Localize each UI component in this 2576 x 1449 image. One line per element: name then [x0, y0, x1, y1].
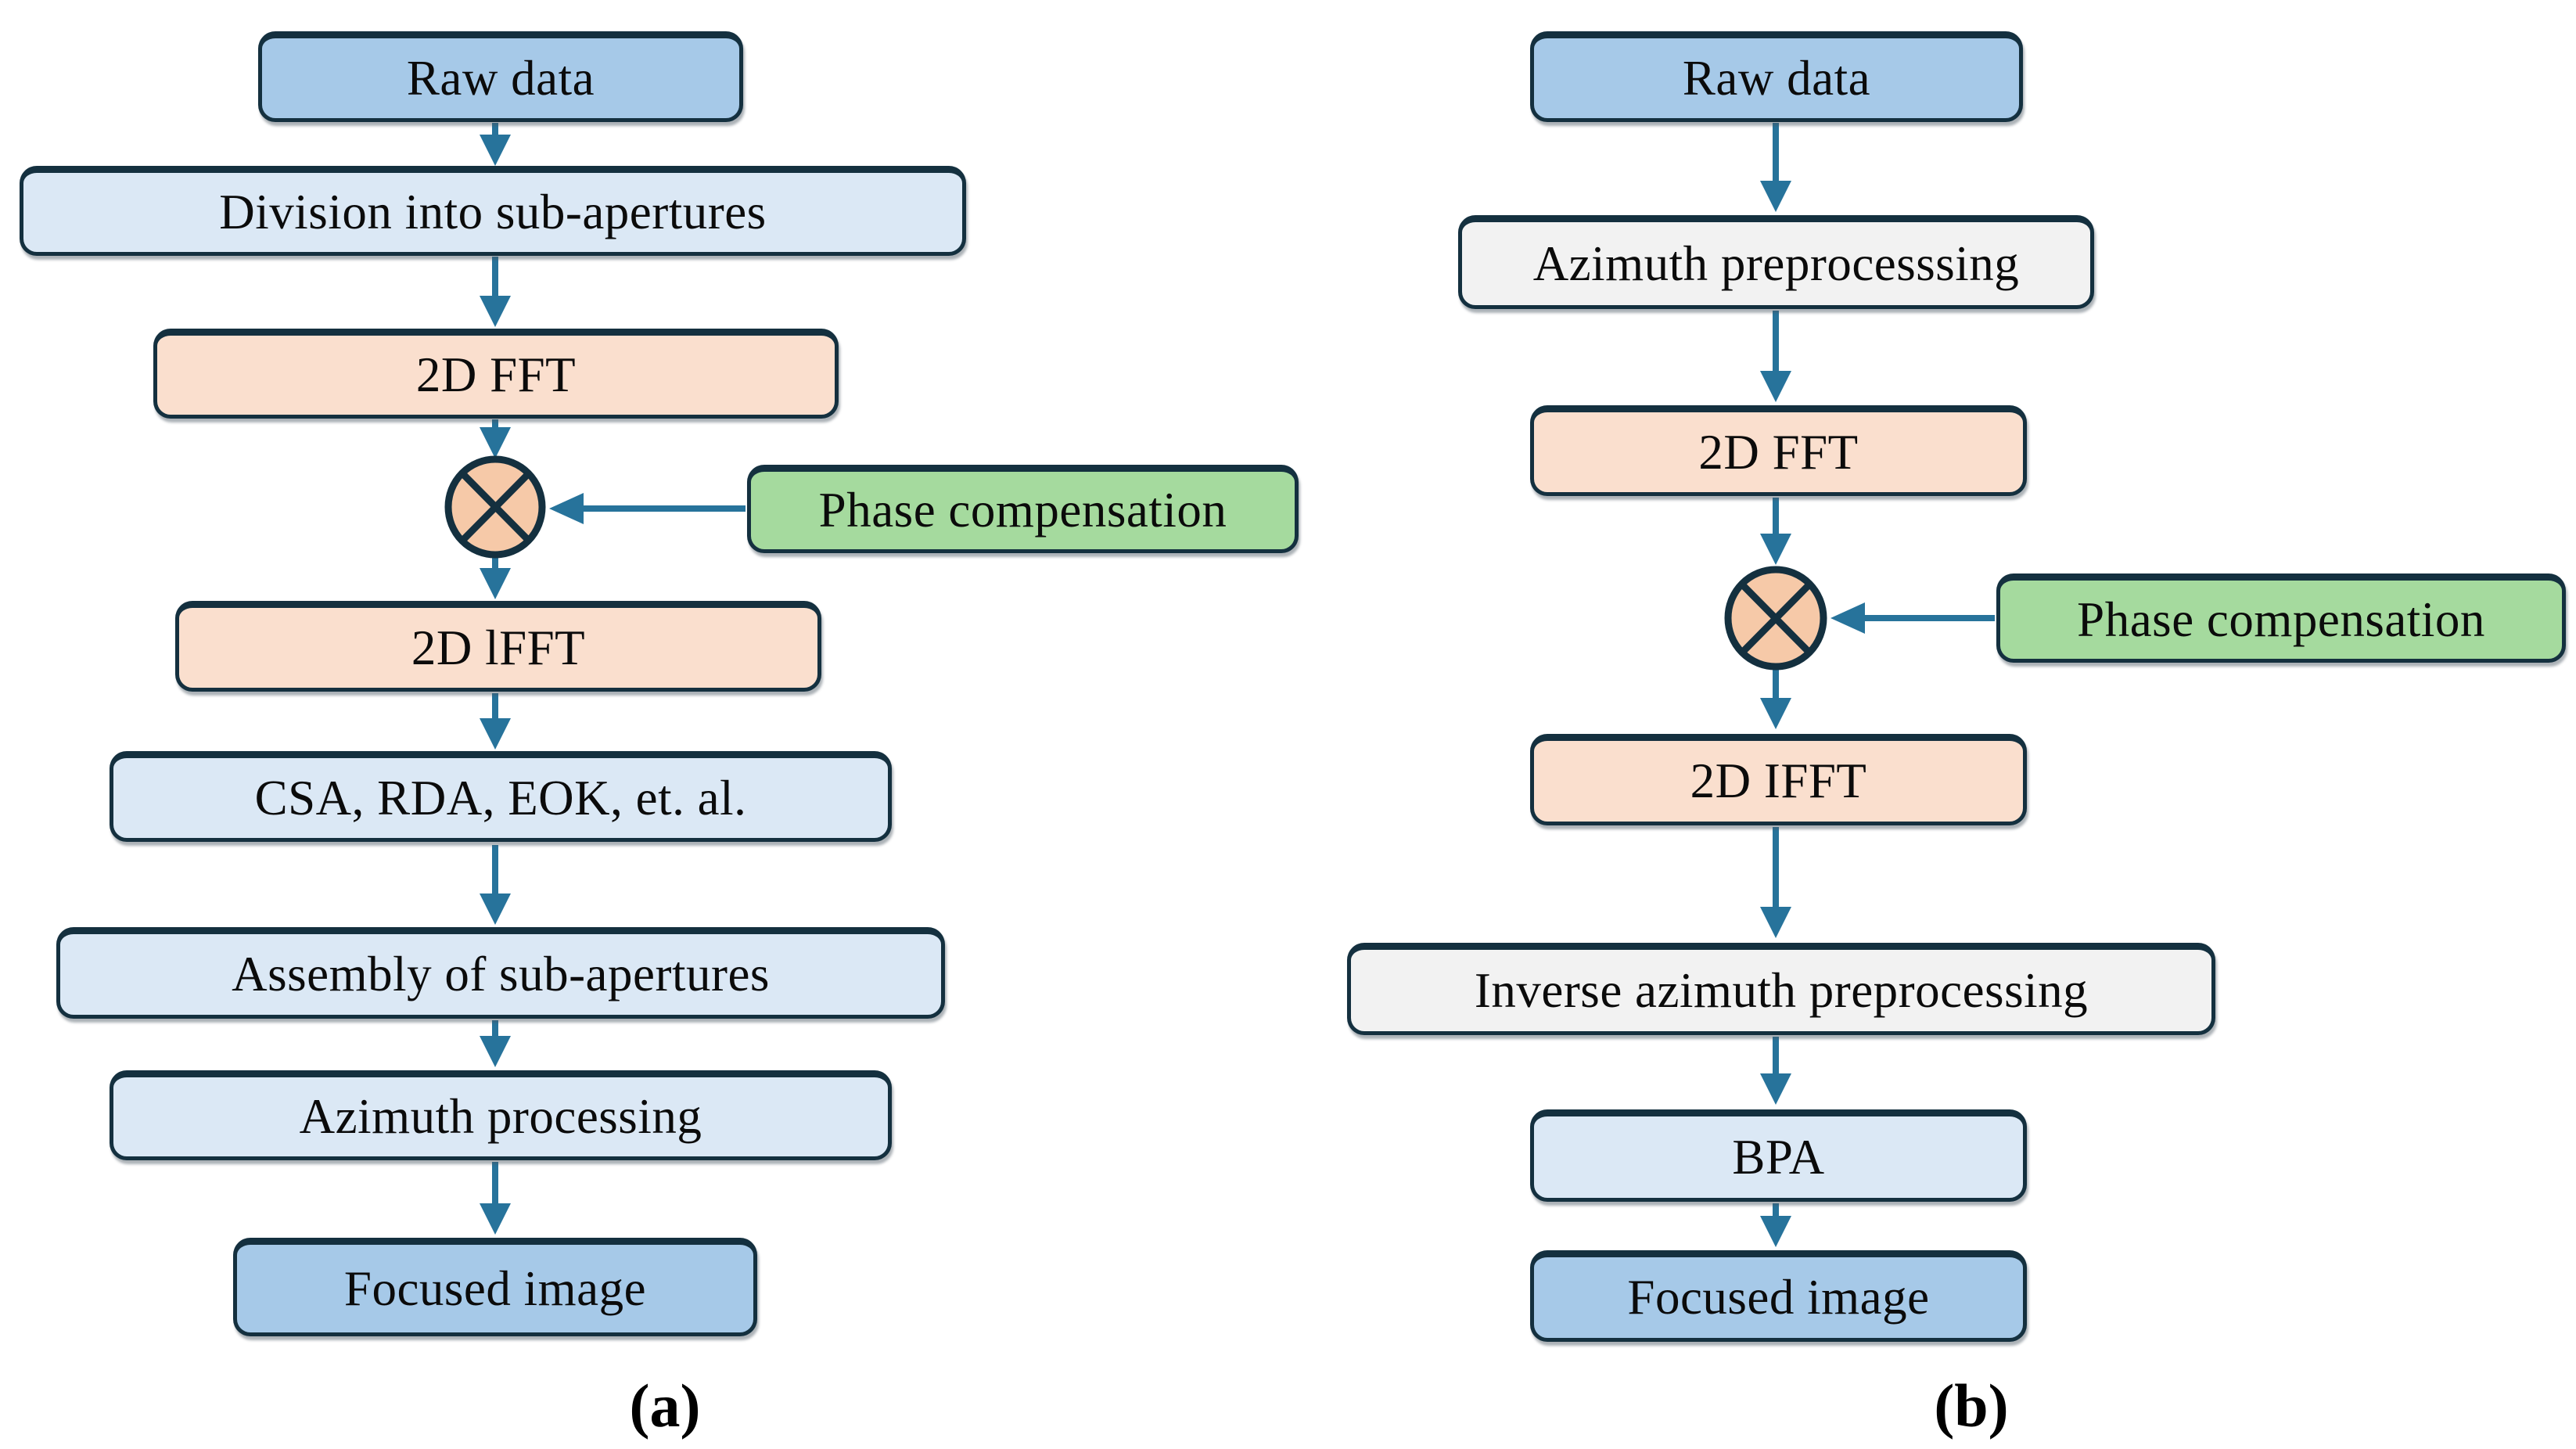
arrow-a-csa-assembly: [480, 845, 511, 925]
node-a-focused-image: Focused image: [233, 1238, 757, 1336]
node-a-csa-rda-eok: CSA, RDA, EOK, et. al.: [110, 751, 892, 842]
node-b-2d-fft: 2D FFT: [1530, 405, 2027, 496]
arrow-a-division-fft: [480, 257, 511, 327]
node-a-assembly-of-sub-apertures: Assembly of sub-apertures: [56, 927, 945, 1019]
arrow-a-fft-multiply: [480, 419, 511, 458]
arrow-b-invazpre-bpa: [1760, 1037, 1791, 1105]
arrow-b-rawdata-azpre: [1760, 123, 1791, 212]
arrow-b-bpa-focused: [1760, 1203, 1791, 1247]
node-a-division-into-sub-apertures: Division into sub-apertures: [20, 166, 966, 256]
multiply-icon-b: [1724, 566, 1827, 671]
node-a-2d-fft: 2D FFT: [153, 329, 839, 419]
arrow-a-azimuth-focused: [480, 1162, 511, 1235]
node-a-phase-compensation: Phase compensation: [747, 465, 1299, 553]
arrow-a-ifft-csa: [480, 693, 511, 750]
arrow-b-phase-multiply: [1831, 602, 1995, 634]
arrow-b-azpre-fft: [1760, 311, 1791, 402]
multiply-icon-a: [444, 455, 546, 559]
node-b-focused-image: Focused image: [1530, 1250, 2027, 1342]
node-b-raw-data: Raw data: [1530, 31, 2023, 122]
node-a-azimuth-processing: Azimuth processing: [110, 1070, 892, 1160]
arrow-a-phase-multiply: [549, 493, 745, 524]
node-b-bpa: BPA: [1530, 1109, 2027, 1202]
node-b-inverse-azimuth-preprocessing: Inverse azimuth preprocessing: [1347, 943, 2215, 1035]
arrow-b-ifft-invazpre: [1760, 827, 1791, 938]
arrow-b-fft-multiply: [1760, 498, 1791, 565]
arrow-b-multiply-ifft: [1760, 668, 1791, 729]
caption-b: (b): [1934, 1372, 2009, 1440]
node-a-2d-ifft: 2D lFFT: [175, 601, 821, 692]
node-b-2d-ifft: 2D IFFT: [1530, 734, 2027, 825]
node-b-phase-compensation: Phase compensation: [1996, 573, 2566, 663]
node-a-raw-data: Raw data: [258, 31, 743, 122]
node-b-azimuth-preprocessing: Azimuth preprocesssing: [1458, 215, 2094, 309]
arrow-a-assembly-azimuth: [480, 1020, 511, 1067]
caption-a: (a): [629, 1372, 701, 1440]
arrow-a-rawdata-division: [480, 123, 511, 166]
arrow-a-multiply-ifft: [480, 556, 511, 599]
